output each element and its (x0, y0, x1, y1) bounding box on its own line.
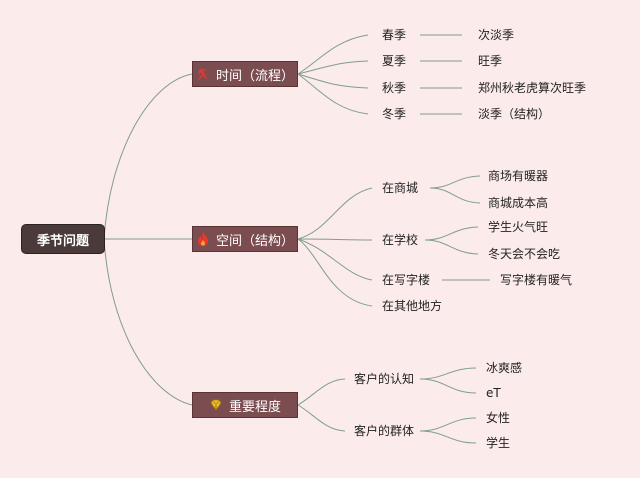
space-school-students[interactable]: 学生火气旺 (488, 220, 549, 234)
branch-space[interactable]: 空间（结构） (192, 226, 298, 252)
space-office-heating[interactable]: 写字楼有暖气 (500, 273, 573, 287)
hammer-sickle-icon (198, 68, 207, 80)
space-mall-heating[interactable]: 商场有暖器 (488, 169, 549, 183)
importance-perception-et[interactable]: eT (486, 386, 501, 400)
root-node[interactable]: 季节问题 (22, 225, 104, 253)
importance-group-students[interactable]: 学生 (486, 436, 511, 450)
space-item-mall[interactable]: 在商城 (382, 181, 419, 195)
time-detail-spring[interactable]: 次淡季 (478, 28, 515, 42)
branch-importance-label: 重要程度 (228, 399, 281, 415)
branch-importance[interactable]: 重要程度 (192, 392, 298, 418)
time-detail-autumn[interactable]: 郑州秋老虎算次旺季 (478, 81, 587, 95)
importance-item-group[interactable]: 客户的群体 (354, 424, 415, 438)
flame-icon (197, 232, 208, 246)
importance-item-perception[interactable]: 客户的认知 (354, 372, 415, 386)
link-root-time (103, 73, 193, 240)
time-detail-winter[interactable]: 淡季（结构） (478, 107, 551, 121)
time-item-winter[interactable]: 冬季 (382, 107, 407, 121)
space-item-other[interactable]: 在其他地方 (382, 299, 443, 313)
branch-time[interactable]: 时间（流程） (192, 61, 298, 87)
time-detail-summer[interactable]: 旺季 (478, 54, 503, 68)
root-label: 季节问题 (36, 233, 89, 249)
link-root-importance (103, 238, 193, 406)
time-item-autumn[interactable]: 秋季 (382, 81, 407, 95)
diamond-icon (210, 399, 222, 411)
space-item-office[interactable]: 在写字楼 (382, 273, 431, 287)
importance-perception-cool[interactable]: 冰爽感 (486, 361, 523, 375)
branch-time-label: 时间（流程） (215, 68, 294, 84)
space-item-school[interactable]: 在学校 (382, 233, 419, 247)
branch-space-label: 空间（结构） (215, 233, 294, 249)
time-item-spring[interactable]: 春季 (382, 28, 407, 42)
time-item-summer[interactable]: 夏季 (382, 54, 407, 68)
space-mall-cost[interactable]: 商城成本高 (488, 196, 549, 210)
importance-group-women[interactable]: 女性 (486, 411, 511, 425)
space-school-winter[interactable]: 冬天会不会吃 (488, 247, 561, 261)
